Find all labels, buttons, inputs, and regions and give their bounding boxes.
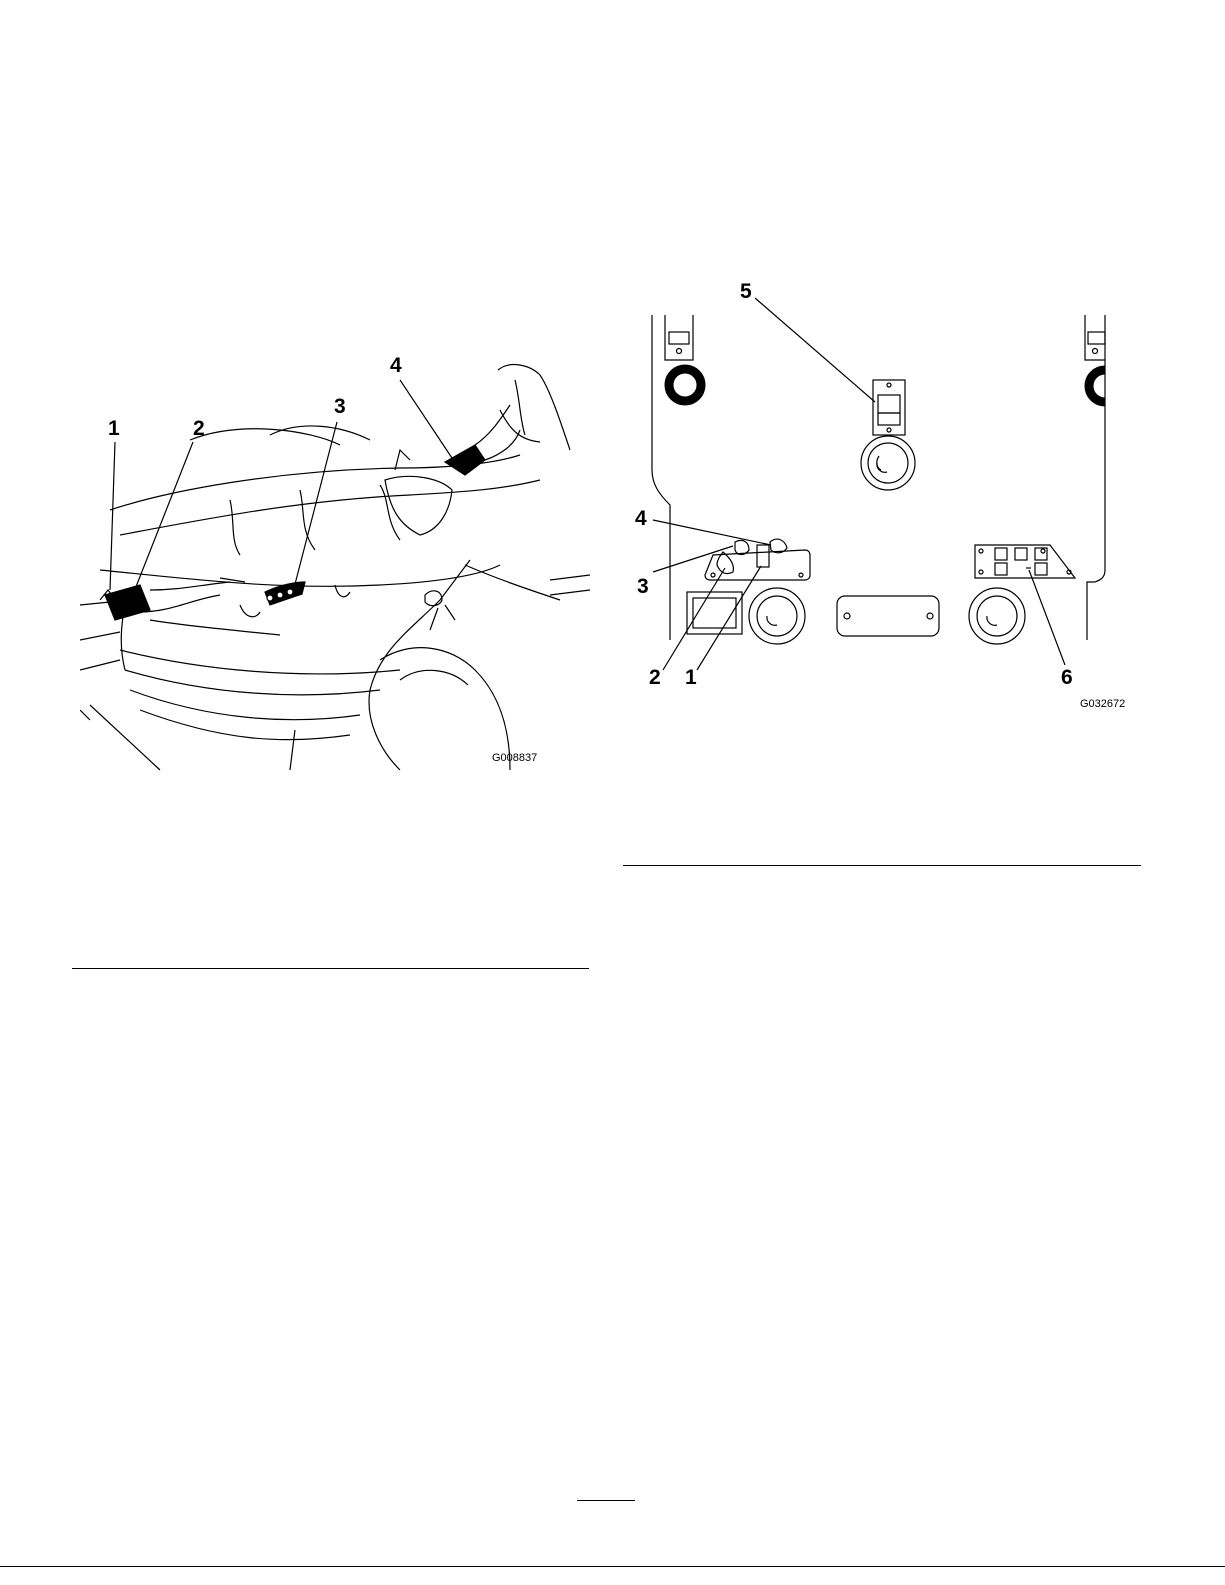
callout-1: 1 [685, 666, 697, 689]
callout-leader-1 [110, 442, 115, 590]
callout-leader-4 [400, 380, 452, 458]
callout-leader-6 [1029, 570, 1065, 665]
figure-id: G032672 [1080, 698, 1125, 710]
section-divider-left [72, 968, 589, 969]
callout-2: 2 [193, 417, 205, 440]
callout-6: 6 [1061, 666, 1073, 689]
callout-3: 3 [334, 395, 346, 418]
seat-controls-figure: 1 2 3 4 G008837 [80, 350, 590, 780]
callout-leader-2 [663, 568, 725, 670]
callout-2: 2 [649, 666, 661, 689]
callout-4: 4 [390, 354, 402, 377]
page-bottom-rule [0, 1566, 1225, 1567]
figure-id: G008837 [492, 752, 537, 764]
callout-leader-4 [653, 520, 771, 545]
callout-5: 5 [740, 280, 752, 303]
callout-leader-5 [755, 298, 875, 402]
footer-rule [577, 1500, 635, 1501]
callout-3: 3 [637, 575, 649, 598]
callout-4: 4 [635, 507, 647, 530]
callout-leader-1 [697, 566, 761, 670]
callout-1: 1 [108, 417, 120, 440]
callout-leader-3 [653, 546, 733, 572]
section-divider-right [623, 865, 1141, 866]
control-panel-figure: 5 4 3 2 1 6 G032672 [625, 280, 1145, 720]
